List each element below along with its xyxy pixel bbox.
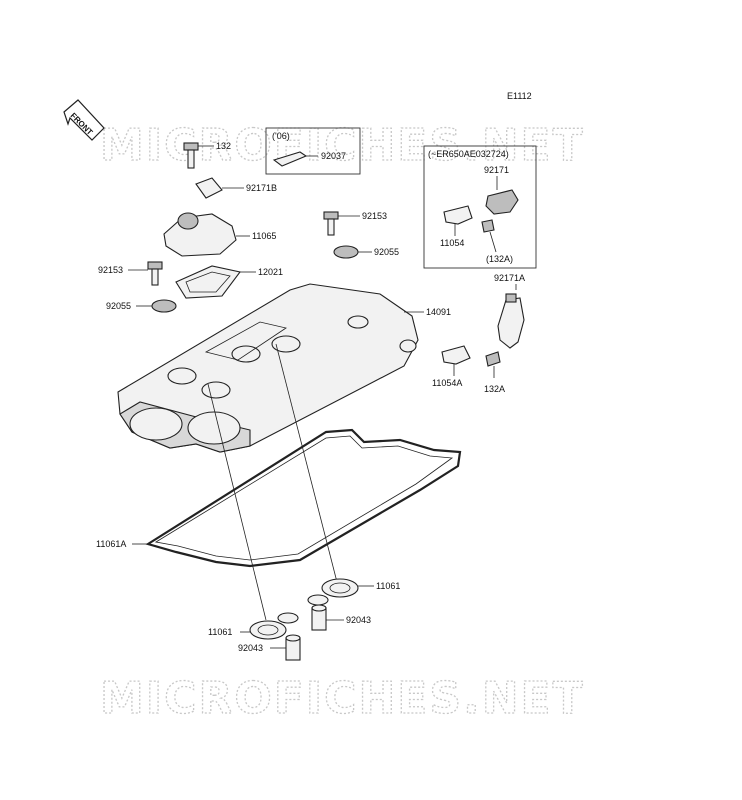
bolt-92153-left-icon xyxy=(147,261,163,286)
grommet-92055-right-icon xyxy=(333,245,359,259)
inset-serial-label: (~ER650AE032724) xyxy=(428,149,509,159)
inset-serial-part-92171: 92171 xyxy=(484,165,509,175)
seal-11061-left-icon xyxy=(249,620,287,640)
seal-11061-right-icon xyxy=(321,578,359,598)
front-arrow-icon: FRONT xyxy=(63,99,105,141)
watermark-bottom: MICROFICHES.NET xyxy=(100,673,585,724)
callout-11061-right: 11061 xyxy=(376,581,400,591)
breather-cover-11065-icon xyxy=(163,213,237,257)
bracket-11054a-icon xyxy=(441,345,471,365)
callout-92043-left: 92043 xyxy=(238,643,263,653)
callout-132: 132 xyxy=(216,141,231,151)
bolt-132a-inset-icon xyxy=(481,219,495,233)
callout-92043-right: 92043 xyxy=(346,615,371,625)
clip-92171b-icon xyxy=(195,177,223,199)
grommet-92055-left-icon xyxy=(151,299,177,313)
bolt-132-icon xyxy=(183,142,199,169)
callout-11065: 11065 xyxy=(252,231,276,241)
inset-serial-part-11054: 11054 xyxy=(440,238,464,248)
o-ring-right-icon xyxy=(307,594,329,606)
inset-year-box xyxy=(265,127,361,175)
gasket-11061a-icon xyxy=(145,428,462,568)
figure-code: E1112 xyxy=(507,91,532,101)
callout-92153-right: 92153 xyxy=(362,211,387,221)
collar-92043-left-icon xyxy=(285,634,301,661)
clamp-92171-icon xyxy=(485,189,519,215)
callout-132a: 132A xyxy=(484,384,505,394)
inset-year-label: ('06) xyxy=(272,131,290,141)
clamp-92171a-icon xyxy=(497,297,525,349)
o-ring-left-icon xyxy=(277,612,299,624)
callout-11061-left: 11061 xyxy=(208,627,232,637)
callout-92055-left: 92055 xyxy=(106,301,131,311)
callout-92171a: 92171A xyxy=(494,273,525,283)
callout-11061a: 11061A xyxy=(96,539,126,549)
gasket-12021-icon xyxy=(175,265,241,299)
collar-92043-right-icon xyxy=(311,604,327,631)
callout-92055-right: 92055 xyxy=(374,247,399,257)
bracket-11054-icon xyxy=(443,205,473,225)
callout-12021: 12021 xyxy=(258,267,283,277)
callout-92153-left: 92153 xyxy=(98,265,123,275)
cylinder-head-cover-14091-icon xyxy=(117,283,419,453)
callout-14091: 14091 xyxy=(426,307,451,317)
inset-year-part: 92037 xyxy=(321,151,346,161)
inset-serial-part-132a: (132A) xyxy=(486,254,513,264)
callout-11054a: 11054A xyxy=(432,378,462,388)
callout-92171b: 92171B xyxy=(246,183,277,193)
inset-serial-box xyxy=(423,145,537,269)
bolt-132a-icon xyxy=(485,351,501,367)
bolt-92153-right-icon xyxy=(323,211,339,236)
